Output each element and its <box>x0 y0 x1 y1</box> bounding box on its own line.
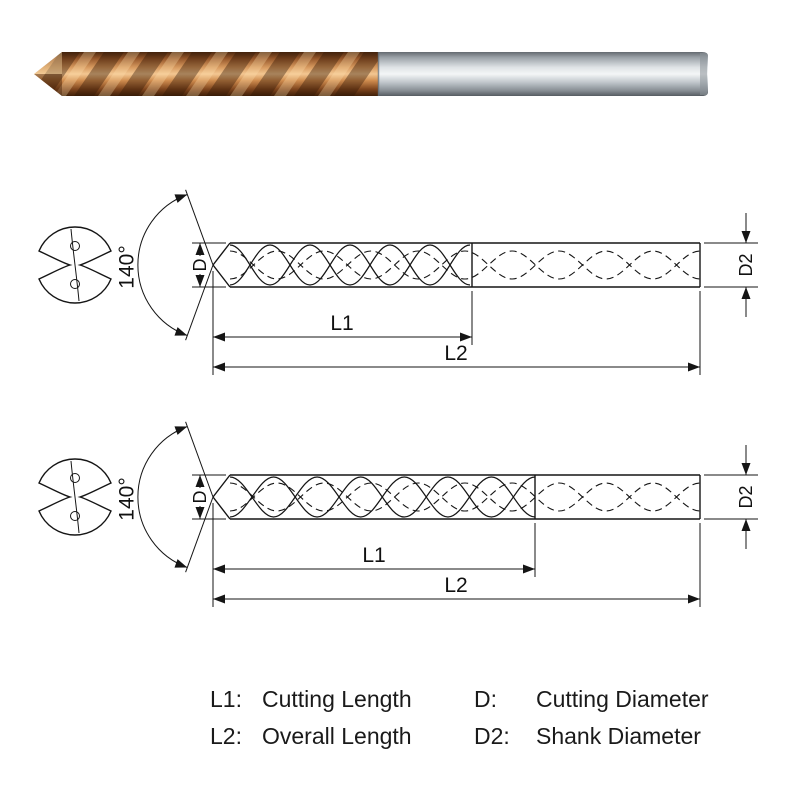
point-angle-label: 140° <box>116 477 139 520</box>
drill-tip-facet-top <box>34 52 62 74</box>
end-view <box>38 226 112 304</box>
legend-key-l1: L1: <box>210 686 242 712</box>
cutting-length-label: L1 <box>330 312 353 335</box>
dimension-d2: D2 <box>704 445 758 549</box>
cutting-diameter-label: D <box>190 259 210 272</box>
point-angle-dimension: 140° <box>116 189 214 341</box>
coolant-channel-1 <box>229 250 701 280</box>
dimension-l1: L1 <box>212 271 473 375</box>
drill-side-view <box>212 242 701 288</box>
dimension-l2: L2 <box>213 291 701 375</box>
coolant-channel-2 <box>229 482 701 512</box>
legend-key-d: D: <box>474 686 497 712</box>
legend-val-d: Cutting Diameter <box>536 686 709 712</box>
cutting-diameter-label: D <box>190 491 210 504</box>
flute-helix-2 <box>229 244 471 286</box>
legend-val-l2: Overall Length <box>262 723 412 749</box>
coolant-hole-top <box>70 241 80 251</box>
flute-section-photo <box>34 52 380 96</box>
dimension-d: D <box>190 242 226 288</box>
drill-side-view <box>212 474 701 520</box>
drill-tip-facet-bottom <box>34 74 62 96</box>
technical-drawing-1: 140° D D2 <box>38 189 758 375</box>
flute-helix-2 <box>229 476 536 518</box>
shank-section-photo <box>377 52 708 96</box>
overall-length-label: L2 <box>444 342 467 365</box>
chisel-edge-line <box>70 460 80 534</box>
flute-helix-1 <box>229 244 471 286</box>
point-angle-dimension: 140° <box>116 421 214 573</box>
legend-val-d2: Shank Diameter <box>536 723 701 749</box>
technical-drawing-2: 140° D D2 <box>38 421 758 607</box>
legend-val-l1: Cutting Length <box>262 686 412 712</box>
end-view <box>38 458 112 536</box>
chisel-edge-line <box>70 228 80 302</box>
legend: L1: Cutting Length D: Cutting Diameter L… <box>210 684 709 751</box>
cutting-length-label: L1 <box>362 544 385 567</box>
dimension-l2: L2 <box>213 523 701 607</box>
drill-photo <box>34 52 708 96</box>
dimension-l1: L1 <box>212 503 536 607</box>
coolant-channel-2 <box>229 250 701 280</box>
legend-key-l2: L2: <box>210 723 242 749</box>
coolant-channel-1 <box>229 482 701 512</box>
dimension-d2: D2 <box>704 213 758 317</box>
point-angle-label: 140° <box>116 245 139 288</box>
dimension-d: D <box>190 474 226 520</box>
coolant-hole-bottom <box>70 511 80 521</box>
coolant-hole-bottom <box>70 279 80 289</box>
shank-diameter-label: D2 <box>736 485 756 508</box>
shank-diameter-label: D2 <box>736 253 756 276</box>
legend-key-d2: D2: <box>474 723 510 749</box>
coolant-hole-top <box>70 473 80 483</box>
overall-length-label: L2 <box>444 574 467 597</box>
